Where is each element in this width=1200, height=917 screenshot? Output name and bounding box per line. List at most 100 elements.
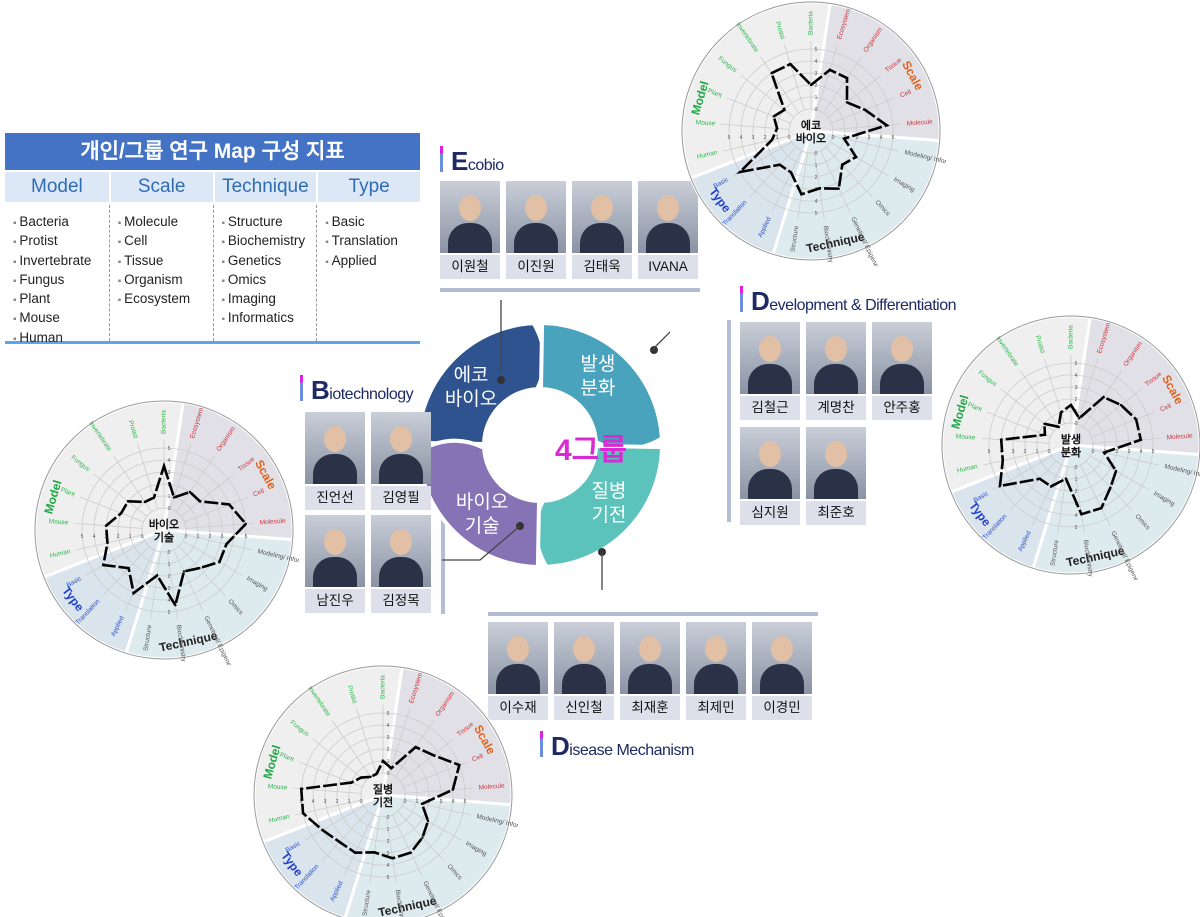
radar-tick-label: 4 <box>880 135 883 141</box>
member-card: 김정목 <box>371 515 431 613</box>
radar-tick-label: 5 <box>1075 361 1078 367</box>
radar-axis <box>166 551 178 620</box>
radar-axis <box>727 97 791 124</box>
member-photo <box>572 181 632 253</box>
table-column-type: Type Basic Translation Applied <box>316 170 420 344</box>
indicator-table: 개인/그룹 연구 Map 구성 지표 Model Bacteria Protis… <box>5 133 420 345</box>
member-photo <box>806 322 866 394</box>
radar-point <box>338 840 341 844</box>
list-item: Cell <box>118 232 213 251</box>
radar-axis <box>185 534 252 551</box>
radar-point <box>244 522 247 526</box>
radar-point <box>845 101 849 104</box>
radar-tick-label: 0 <box>1092 449 1095 455</box>
connector-dot <box>497 376 505 384</box>
radar-point <box>800 193 803 196</box>
radar-point <box>738 170 742 174</box>
radar-axis <box>823 56 863 114</box>
radar-tick-label: 1 <box>129 534 132 540</box>
radar-point <box>132 591 135 595</box>
list-item: Applied <box>325 252 420 271</box>
radar-title: 바이오 <box>796 131 826 145</box>
radar-axis-label: Cell <box>252 488 265 499</box>
member-name: 김정목 <box>371 589 431 613</box>
radar-tick-label: 3 <box>1012 449 1015 455</box>
member-name: 이진원 <box>506 255 566 279</box>
radar-point <box>301 812 305 815</box>
radar-point <box>789 171 793 174</box>
group-title-ecobio: Ecobio <box>440 146 504 176</box>
radar-point <box>1102 451 1106 454</box>
radar-tick-label: 4 <box>387 863 390 869</box>
radar-point <box>1057 425 1060 429</box>
list-item: Plant <box>13 290 109 309</box>
radar-point <box>409 851 412 854</box>
radar-point <box>104 524 108 527</box>
radar-tick-label: 0 <box>387 771 390 777</box>
radar-tick-label: 0 <box>168 506 171 512</box>
list-item: Biochemistry <box>222 232 317 251</box>
ring-segment-label: 바이오 <box>445 388 497 410</box>
radar-tick-label: 2 <box>1116 449 1119 455</box>
radar-axis <box>1031 464 1062 527</box>
center-label: 4그룹 <box>555 434 627 467</box>
radar-tick-label: 1 <box>416 799 419 805</box>
radar-point <box>102 563 105 567</box>
radar-axis <box>404 799 471 816</box>
member-name: 김철근 <box>740 396 800 420</box>
radar-tick-label: 5 <box>815 47 818 53</box>
member-card: 신인철 <box>554 622 614 720</box>
list-item: Ecosystem <box>118 290 213 309</box>
radar-title: 바이오 <box>149 517 179 531</box>
radar-point <box>225 543 228 546</box>
radar-axis-label: Cell <box>899 89 912 100</box>
list-item: Molecule <box>118 213 213 232</box>
member-photo <box>620 622 680 694</box>
member-name: 이경민 <box>752 696 812 720</box>
list-item: Invertebrate <box>13 252 109 271</box>
column-header: Technique <box>214 172 317 202</box>
title-rest: isease Mechanism <box>569 742 694 759</box>
radar-point <box>431 753 435 757</box>
radar-tick-label: 1 <box>348 799 351 805</box>
radar-tick-label: 1 <box>387 759 390 765</box>
radar-axis <box>184 496 248 523</box>
member-card: 심지원 <box>740 427 800 525</box>
radar-tick-label: 5 <box>1152 449 1155 455</box>
radar-tick-label: 3 <box>1075 385 1078 391</box>
radar-axis-label: Plant <box>706 87 723 99</box>
member-name: 심지원 <box>740 501 800 525</box>
radar-tick-label: 5 <box>892 135 895 141</box>
radar-point <box>421 836 424 839</box>
radar-axis <box>331 720 371 778</box>
radar-axis <box>180 473 235 517</box>
radar-title: 에코 <box>801 118 821 132</box>
member-name: 김영필 <box>371 486 431 510</box>
radar-point <box>155 574 159 577</box>
radar-point <box>426 819 430 823</box>
radar-title: 기술 <box>154 530 174 544</box>
member-name: 최재훈 <box>620 696 680 720</box>
radar-tick-label: 1 <box>776 135 779 141</box>
ecobio-divider <box>440 288 700 292</box>
radar-axis <box>797 152 809 221</box>
member-card: 안주홍 <box>872 322 932 420</box>
radar-axis <box>150 551 162 620</box>
radar-tick-label: 4 <box>815 59 818 65</box>
title-rest: cobio <box>467 157 504 174</box>
member-photo <box>686 622 746 694</box>
radar-axis <box>178 545 226 597</box>
member-photo <box>872 322 932 394</box>
radar-axis-label: Cell <box>471 753 484 764</box>
radar-point <box>1134 418 1138 421</box>
member-card: 남진우 <box>305 515 365 613</box>
radar-point <box>1114 469 1118 473</box>
radar-axis <box>983 449 1050 466</box>
radar-point <box>837 187 840 190</box>
radar-axis-label: Mouse <box>696 119 716 127</box>
radar-tick-label: 2 <box>1075 397 1078 403</box>
radar-tick-label: 0 <box>1075 465 1078 471</box>
radar-point <box>198 566 201 570</box>
